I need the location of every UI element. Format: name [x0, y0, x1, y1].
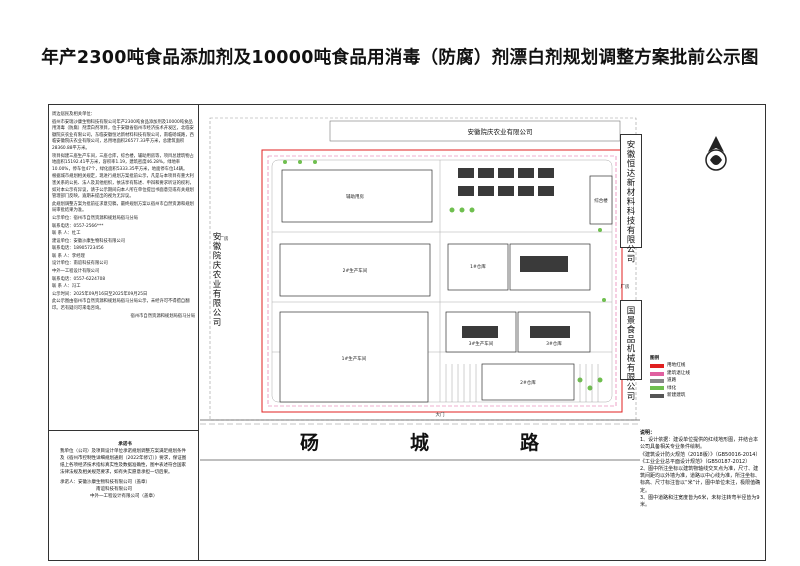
notes-title: 说明：	[640, 430, 656, 436]
note-item: 1、设计依据：建设单位提供的红线地形图，并结合本公司具备相关专业条件绘制。	[640, 437, 759, 451]
legend-swatch	[650, 364, 664, 369]
label-warehouse-3: 3#仓库	[546, 340, 562, 347]
notice-text: 周边居民及相关单位： 宿州市安瑞沙康生物科技有限公司年产2300吨食品添加剂及1…	[52, 112, 195, 321]
commitment-panel	[48, 430, 199, 560]
label-warehouse-2: 2#仓库	[520, 379, 536, 386]
label-aux: 辅助用房	[346, 193, 364, 200]
notice-paragraph: 宿州市自然资源和规划局宿马分局	[130, 313, 195, 319]
building-warehouse-2	[481, 363, 575, 401]
setback-line	[267, 155, 617, 407]
notice-paragraph: 公示单位：宿州市自然资源和规划局宿马分局	[52, 215, 138, 221]
legend-swatch	[650, 371, 664, 376]
notice-paragraph: 周边居民及相关单位：	[52, 112, 95, 117]
notice-paragraph: 联 系 人：杜工	[52, 231, 81, 237]
note-item: 《工业企业总平面设计规范》（GB50187-2012）	[640, 458, 751, 465]
commitment-text: 承诺书 我单位（公司）及项目设计单位承诺规划调整方案满足规划条件及《宿州市控制性…	[60, 441, 190, 500]
notice-paragraph: 中外一工程设计有限公司	[52, 269, 100, 275]
page-title: 年产2300吨食品添加剂及10000吨食品用消毒（防腐）剂漂白剂规划调整方案批前…	[41, 48, 759, 68]
design-notes: 说明： 1、设计依据：建设单位提供的红线地形图，并结合本公司具备相关专业条件绘制…	[640, 430, 762, 509]
notice-paragraph: 设计单位：南谊科技有限公司	[52, 261, 108, 267]
commitment-title: 承诺书	[118, 442, 132, 447]
road-name-char: 砀	[300, 432, 322, 454]
label-warehouse-1: 1#仓库	[470, 263, 486, 270]
notice-paragraph: 联系电话：18905723456	[52, 246, 104, 252]
legend-item: 绿化	[650, 385, 760, 392]
legend-swatch	[650, 393, 664, 398]
building-workshop-1	[279, 311, 429, 403]
road-name-char: 城	[410, 432, 432, 454]
commitment-signatory: 南谊科技有限公司	[96, 487, 132, 492]
neighbor-east-2: 国景食品机械有限公司	[625, 306, 635, 401]
legend-item: 道路	[650, 377, 760, 384]
commitment-signatory: 安徽沙康生物科技有限公司（盖章）	[78, 480, 150, 485]
label-workshop-3: 3#生产车间	[469, 340, 494, 347]
legend-item: 建筑退让线	[650, 370, 760, 377]
drawing-frame	[48, 104, 766, 561]
notice-paragraph: 项目拟建三座生产车间，三座仓库，综合楼，辅助用房等，项目总建筑物占地面积1519…	[52, 153, 194, 172]
north-neighbor-lot	[329, 120, 621, 142]
road-name-char: 路	[520, 432, 542, 454]
label-factory: 厂房	[220, 235, 229, 242]
note-item: 3、图中道路和注宽度皆为6米，未标注转弯半径皆为9米。	[640, 494, 760, 509]
north-arrow-icon	[705, 136, 727, 171]
legend: 图例 用地红线 建筑退让线 道路 绿化 新建建筑	[650, 355, 760, 399]
label-workshop-1: 1#生产车间	[342, 355, 367, 362]
notice-paragraph: 公示时间：2025年09月16日至2025年09月25日	[52, 291, 148, 297]
commitment-signatory-label: 承诺人：	[60, 480, 78, 485]
notice-paragraph: 建设单位：安徽沙康生物科技有限公司	[52, 238, 126, 244]
legend-item: 新建建筑	[650, 392, 760, 399]
legend-item: 用地红线	[650, 362, 760, 369]
legend-swatch	[650, 378, 664, 383]
legend-swatch	[650, 386, 664, 391]
notice-paragraph: 联 系 人：李经理	[52, 253, 85, 259]
neighbor-west: 安徽院庆农业有限公司	[211, 232, 221, 327]
commitment-body: 我单位（公司）及项目设计单位承诺规划调整方案满足规划条件及《宿州市控制性详细规划…	[60, 449, 187, 475]
building-office	[589, 175, 613, 225]
notice-paragraph: 联系电话：0557-2566***	[52, 223, 104, 229]
notice-paragraph: 此公示图由宿州市自然资源和规划局宿马分局公示，未经许可不得擅自翻印。若有疑问可来…	[52, 299, 190, 312]
label-gate: 大门	[436, 411, 445, 418]
notice-paragraph: 联系电话：0557-6224708	[52, 276, 106, 282]
notice-paragraph: 此规划调整方案为批前征求意见稿，最终规划方案以宿州市自然资源和规划局审批结果为准…	[52, 201, 194, 214]
neighbor-east-1: 安徽恒达新材料科技有限公司	[625, 140, 635, 264]
label-office: 综合楼	[594, 197, 608, 204]
building-warehouse-1	[447, 243, 509, 291]
notice-paragraph: 宿州市安瑞沙康生物科技有限公司年产2300吨食品添加剂及10000吨食品用消毒（…	[52, 119, 194, 151]
building-top-left	[281, 169, 433, 223]
note-item: 《建筑设计防火规范（2018版）》（GB50016-2014）	[640, 451, 761, 458]
notice-paragraph: 联 系 人：冯工	[52, 284, 81, 290]
notice-panel	[48, 104, 199, 430]
label-workshop-2: 2#生产车间	[343, 267, 368, 274]
building-workshop-2	[279, 243, 431, 297]
neighbor-east-1-box	[620, 134, 642, 248]
commitment-signatory: 中外一工程设计有限公司（盖章）	[90, 494, 158, 499]
note-item: 2、图中所注坐标以建筑物轴线交叉点为准，尺寸、建筑间距均以外墙为准，道路以中心线…	[640, 466, 761, 494]
legend-title: 图例	[650, 356, 660, 361]
neighbor-north: 安徽院庆农业有限公司	[468, 127, 533, 136]
notice-paragraph: 根据城市规划相关规定，现进行规划方案批前公示，凡是与本项目有重大利害关系的公民、…	[52, 174, 194, 200]
neighbor-east-2-box	[620, 300, 642, 380]
site-boundary	[261, 149, 623, 413]
label-factory-east: 厂房	[621, 283, 630, 290]
